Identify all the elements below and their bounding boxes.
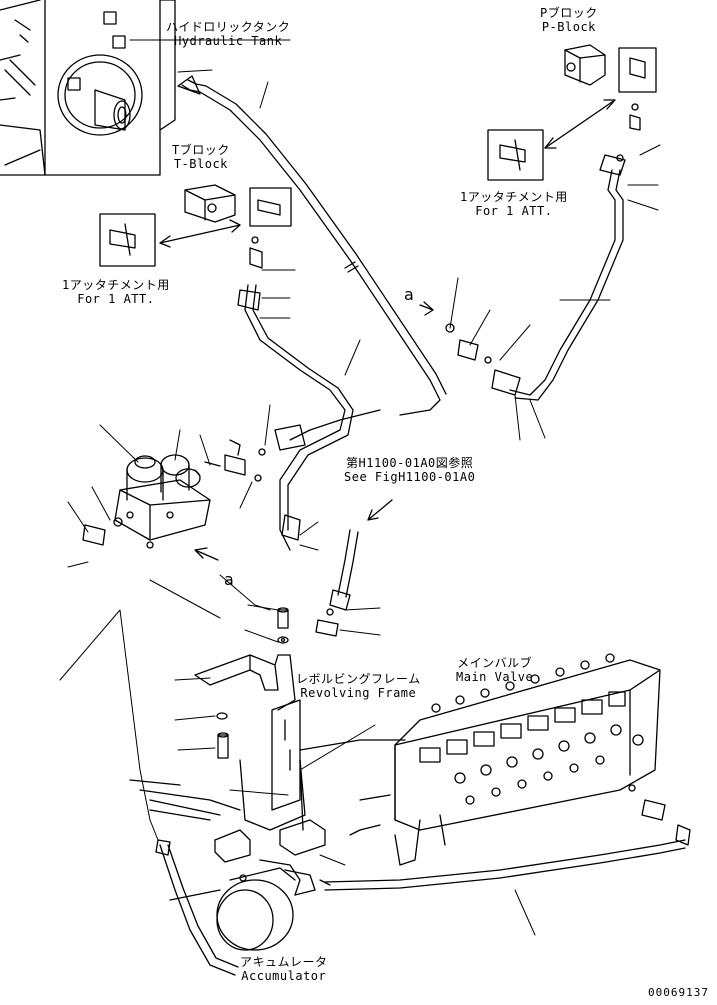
see-fig-label-jp: 第H1100-01A0図参照 xyxy=(346,456,474,470)
see-fig-label-en: See FigH1100-01A0 xyxy=(344,470,476,484)
revolving-frame-label-jp: レボルビングフレーム xyxy=(296,672,421,686)
revolving-frame-label: レボルビングフレーム Revolving Frame xyxy=(296,672,421,700)
hydraulic-tank xyxy=(0,0,176,176)
accumulator-label: アキュムレータ Accumulator xyxy=(240,955,328,983)
p-block xyxy=(544,44,657,162)
hydraulic-tank-label: ハイドロリックタンク Hydraulic Tank xyxy=(166,20,290,48)
t-block-label-en: T-Block xyxy=(173,157,228,171)
see-fig-label: 第H1100-01A0図参照 See FigH1100-01A0 xyxy=(344,456,475,484)
accumulator-label-jp: アキュムレータ xyxy=(240,955,328,969)
accumulator-hoses xyxy=(155,839,686,976)
main-valve-label: メインバルブ Main Valve xyxy=(456,656,533,684)
main-valve-fitting xyxy=(628,784,691,846)
t-block-att-box xyxy=(99,213,156,267)
p-block-label-en: P-Block xyxy=(541,20,596,34)
main-valve-label-en: Main Valve xyxy=(456,670,534,684)
revolving-frame-label-en: Revolving Frame xyxy=(300,686,417,700)
accumulator-label-en: Accumulator xyxy=(241,969,327,983)
p-block-att-box xyxy=(487,129,544,181)
see-fig-pipe xyxy=(315,499,393,637)
att-right-label-jp: 1アッタチメント用 xyxy=(460,190,568,204)
bolt-stack xyxy=(216,607,289,759)
t-block-label-jp: Tブロック xyxy=(172,143,230,157)
ref-mark-a-upper: a xyxy=(404,285,414,304)
solenoid-valve xyxy=(82,439,266,549)
revolving-frame xyxy=(129,739,406,901)
p-block-label: Pブロック P-Block xyxy=(540,6,598,34)
center-hose xyxy=(237,284,354,551)
document-id: 00069137 xyxy=(648,986,709,999)
att-right-label-en: For 1 ATT. xyxy=(475,204,553,218)
bracket xyxy=(194,654,326,863)
att-left-label-jp: 1アッタチメント用 xyxy=(62,278,170,292)
leader-lines xyxy=(59,39,661,936)
att-right-label: 1アッタチメント用 For 1 ATT. xyxy=(460,190,568,218)
hydraulic-tank-label-en: Hydraulic Tank xyxy=(174,34,283,48)
main-valve-label-jp: メインバルブ xyxy=(457,656,533,670)
att-left-label: 1アッタチメント用 For 1 ATT. xyxy=(62,278,170,306)
accumulator xyxy=(216,859,331,951)
main-valve xyxy=(394,653,661,866)
t-block-label: Tブロック T-Block xyxy=(172,143,230,171)
hydraulic-tank-label-jp: ハイドロリックタンク xyxy=(166,20,291,34)
t-block xyxy=(159,184,292,269)
tank-hose xyxy=(177,75,447,441)
ref-mark-a-lower: a xyxy=(224,570,234,589)
p-block-label-jp: Pブロック xyxy=(540,6,598,20)
ref-arrow-a-lower xyxy=(194,301,434,561)
att-left-label-en: For 1 ATT. xyxy=(77,292,155,306)
